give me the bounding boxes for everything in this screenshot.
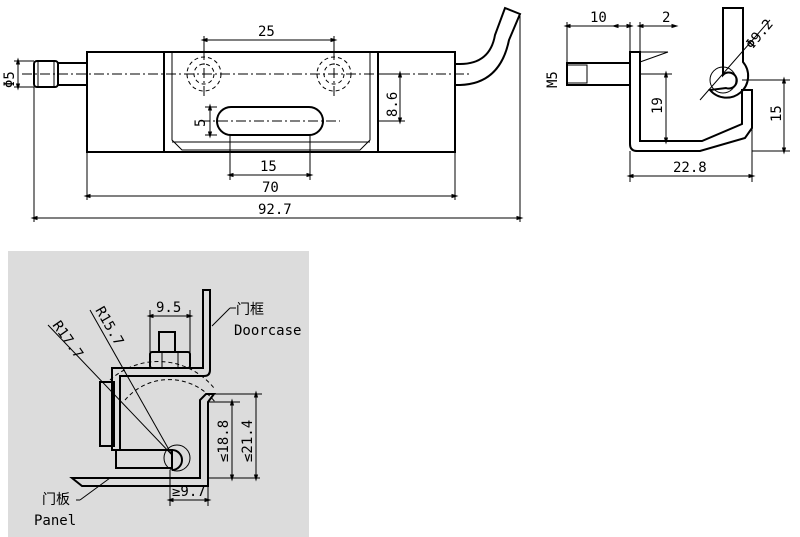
label-doorcase-cn: 门框 [236, 302, 264, 318]
dim-plate-thickness: 2 [662, 10, 670, 26]
side-view: 10 2 Φ9.2 M5 19 15 22.8 [545, 7, 790, 182]
dim-le-214: ≤21.4 [240, 420, 256, 462]
dim-nut-offset: 9.5 [156, 300, 181, 316]
housing-outline [86, 51, 456, 153]
dim-pin-length: 10 [590, 10, 607, 26]
label-panel-en: Panel [34, 513, 76, 529]
bracket [629, 51, 753, 152]
dim-hole-spacing: 25 [258, 24, 275, 40]
label-doorcase-en: Doorcase [234, 323, 301, 339]
label-panel-cn: 门板 [42, 492, 70, 508]
dim-height-15: 15 [769, 105, 785, 122]
nut [149, 351, 191, 369]
dim-thread: M5 [545, 71, 561, 88]
installation-view: R15.7 R17.7 9.5 门框 Doorcase 门板 Panel ≤18… [8, 251, 309, 537]
doorcase [111, 289, 211, 451]
handle-rod [455, 6, 522, 86]
dim-ge-97: ≥9.7 [172, 484, 206, 500]
handle-eye [708, 7, 750, 99]
dim-pin-diameter: Φ5 [2, 71, 18, 88]
dim-depth: 22.8 [673, 160, 707, 176]
dim-eye-diameter: Φ9.2 [743, 16, 777, 52]
dim-body-length: 70 [262, 180, 279, 196]
dim-slot-length: 15 [260, 159, 277, 175]
dim-height-19: 19 [650, 97, 666, 114]
dim-le-188: ≤18.8 [216, 420, 232, 462]
dim-slot-offset: 8.6 [385, 92, 401, 117]
front-view: 25 Φ5 5 8.6 15 70 92.7 [2, 6, 524, 222]
dim-slot-height: 5 [193, 119, 209, 127]
threaded-pin [566, 62, 631, 86]
dim-overall-length: 92.7 [258, 202, 292, 218]
